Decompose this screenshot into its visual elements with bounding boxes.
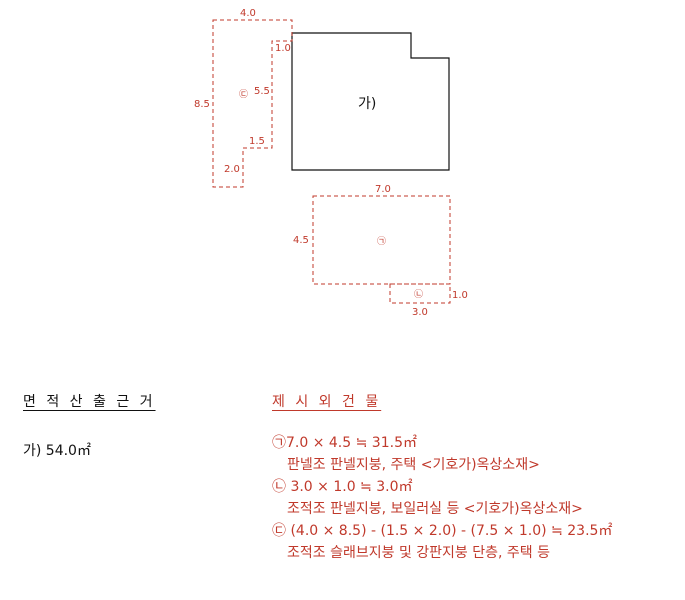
excluded-item-description: 판넬조 판넬지붕, 주택 <기호가)옥상소재> [287, 457, 540, 473]
excluded-item-description: 조적조 슬래브지붕 및 강판지붕 단층, 주택 등 [287, 545, 550, 561]
building-a-outline [312, 195, 451, 285]
dim-c-step: 1.5 [249, 136, 265, 147]
building-a-label: ㉠ [377, 236, 386, 247]
excluded-buildings-heading: 제 시 외 건 물 [272, 394, 382, 410]
excluded-buildings-list: ㉠7.0 × 4.5 ≒ 31.5㎡ 판넬조 판넬지붕, 주택 <기호가)옥상소… [272, 432, 612, 564]
dim-c-right: 5.5 [254, 86, 270, 97]
excluded-item-description: 조적조 판넬지붕, 보일러실 등 <기호가)옥상소재> [287, 501, 583, 517]
building-c-label: ㉢ [239, 89, 248, 100]
excluded-item-formula: ㉡ 3.0 × 1.0 ≒ 3.0㎡ [272, 479, 413, 495]
excluded-item-formula: ㉠7.0 × 4.5 ≒ 31.5㎡ [272, 435, 417, 451]
dim-c-height: 8.5 [194, 99, 210, 110]
building-b-outline [389, 283, 451, 304]
dim-c-bottom: 2.0 [224, 164, 240, 175]
excluded-item-formula: ㉢ (4.0 × 8.5) - (1.5 × 2.0) - (7.5 × 1.0… [272, 523, 613, 539]
floor-plan-diagram: 가) ㉢ 4.0 8.5 1.0 5.5 1.5 2.0 ㉠ 7.0 4.5 ㉡… [194, 8, 468, 318]
dim-c-top: 4.0 [240, 8, 256, 19]
dim-a-height: 4.5 [293, 235, 309, 246]
dim-a-width: 7.0 [375, 184, 391, 195]
dim-c-notch-top: 1.0 [275, 43, 291, 54]
dim-b-width: 3.0 [412, 307, 428, 318]
main-building-outline [291, 32, 450, 171]
dim-b-height: 1.0 [452, 290, 468, 301]
area-basis-value: 가) 54.0㎡ [23, 443, 91, 459]
area-basis-heading: 면 적 산 출 근 거 [23, 394, 156, 410]
building-c-outline [212, 19, 293, 188]
main-building-label: 가) [358, 96, 376, 112]
building-b-label: ㉡ [414, 289, 423, 300]
